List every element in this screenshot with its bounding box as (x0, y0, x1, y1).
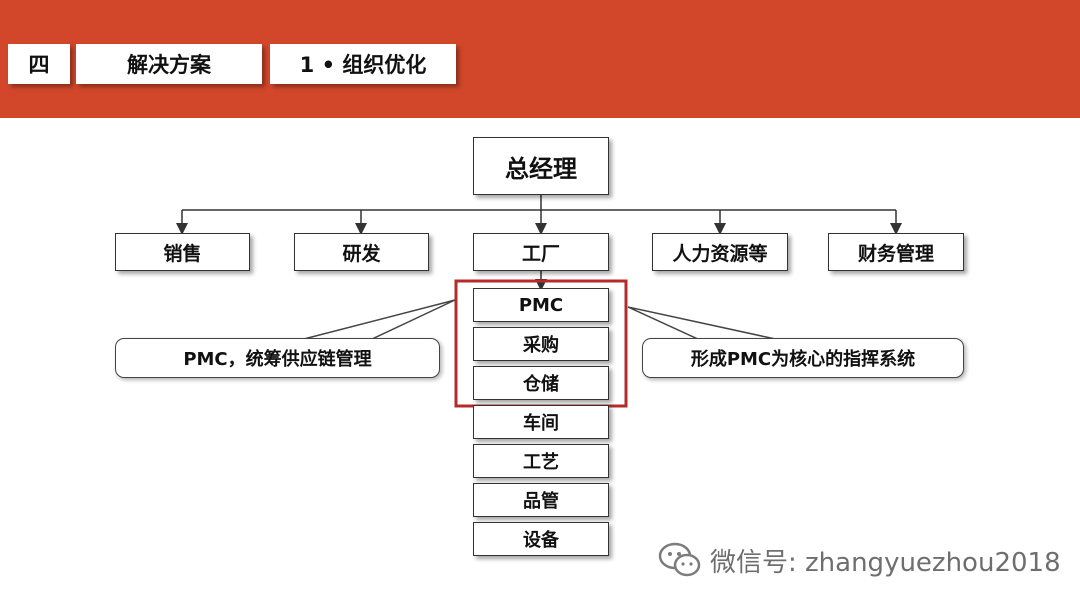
left-callout-pointer (299, 299, 456, 341)
watermark-text: 微信号: zhangyuezhou2018 (710, 547, 1061, 578)
dept-sales: 销售 (115, 233, 250, 271)
left-callout: PMC，统筹供应链管理 (115, 338, 440, 378)
unit-equipment: 设备 (473, 522, 609, 556)
right-callout: 形成PMC为核心的指挥系统 (642, 338, 964, 378)
wechat-icon (658, 542, 701, 577)
unit-warehouse: 仓储 (473, 366, 609, 400)
unit-quality: 品管 (473, 483, 609, 517)
org-root-box: 总经理 (473, 137, 609, 195)
section-number: 四 (8, 44, 70, 84)
subsection-title: 1 • 组织优化 (270, 44, 456, 84)
watermark: 微信号: zhangyuezhou2018 (658, 540, 1061, 580)
dept-factory: 工厂 (473, 233, 609, 271)
unit-workshop: 车间 (473, 405, 609, 439)
right-callout-pointer (627, 306, 781, 341)
unit-process: 工艺 (473, 444, 609, 478)
section-title: 解决方案 (76, 44, 262, 84)
unit-pmc: PMC (473, 288, 609, 322)
dept-hr: 人力资源等 (652, 233, 788, 271)
unit-purchasing: 采购 (473, 327, 609, 361)
dept-finance: 财务管理 (828, 233, 964, 271)
dept-rd: 研发 (294, 233, 429, 271)
